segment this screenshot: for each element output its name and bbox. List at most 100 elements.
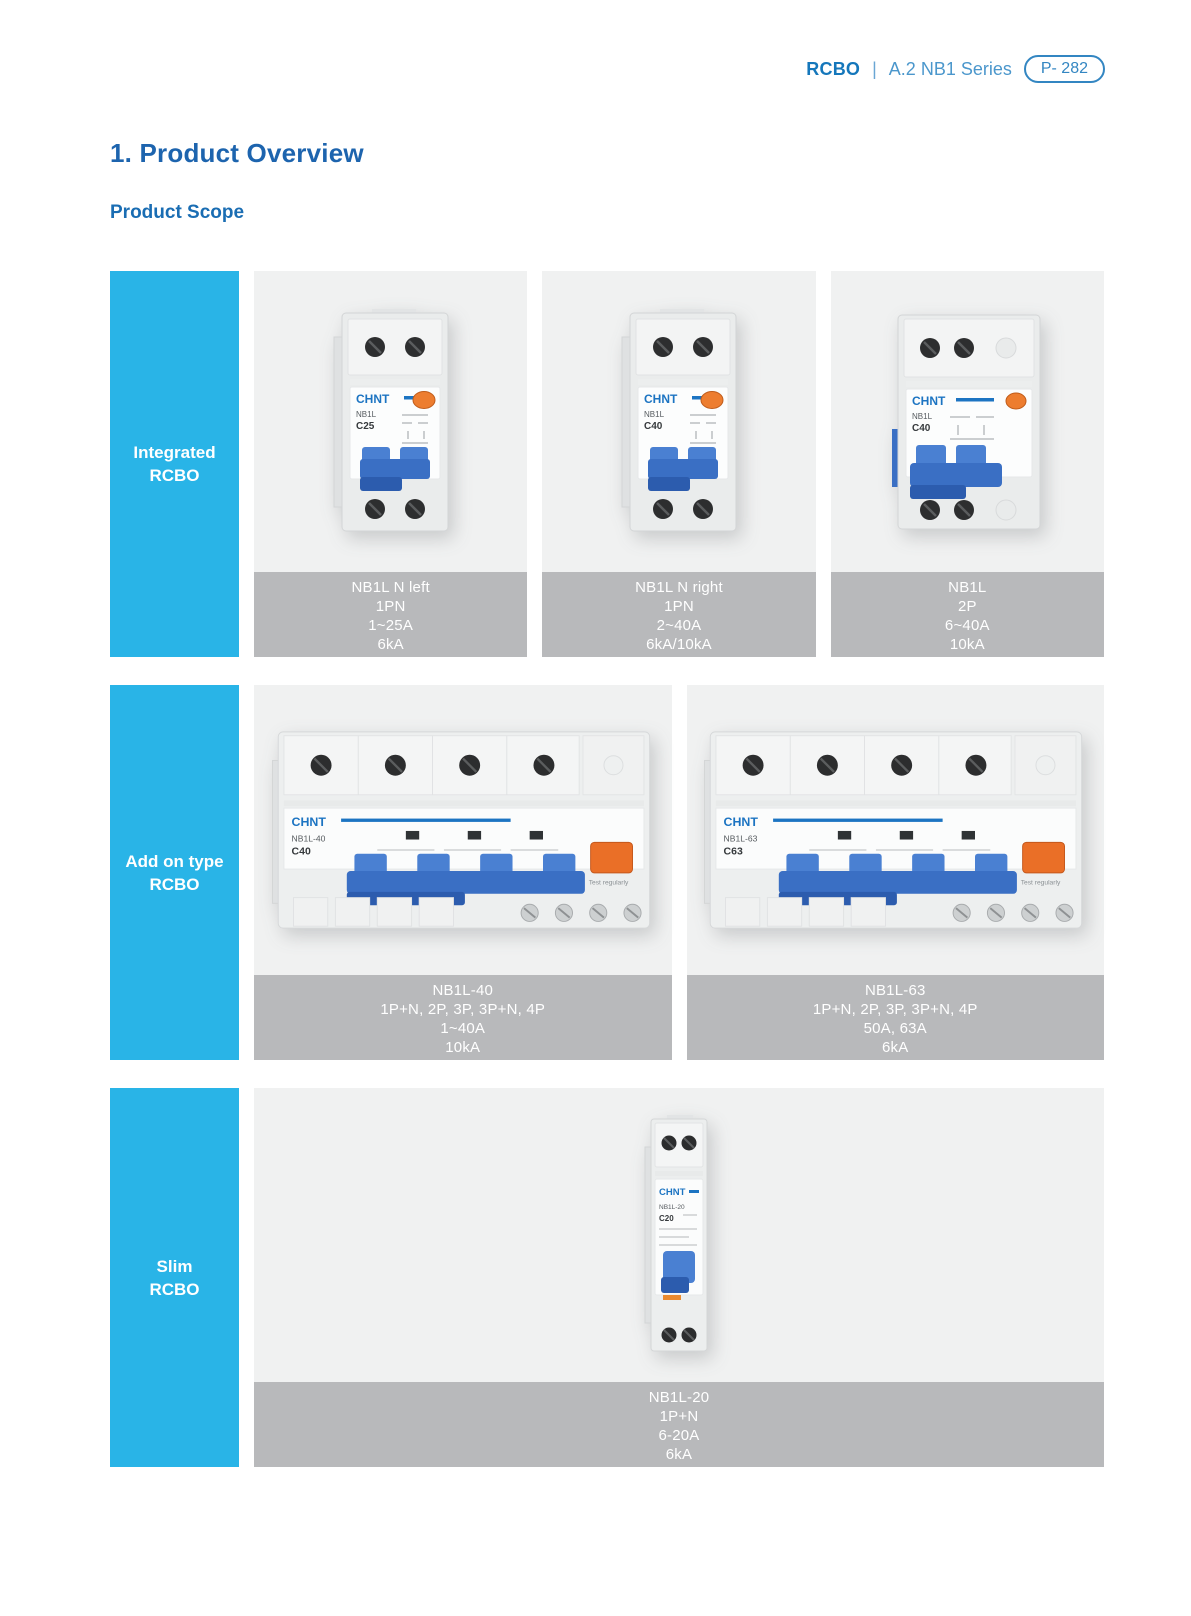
breaker-slim-image: CHNT NB1L-20 C20 xyxy=(644,1114,707,1351)
caption-current: 1~40A xyxy=(440,1020,486,1037)
toggle-handle xyxy=(779,853,1018,906)
section-label-slim: Slim RCBO xyxy=(110,1088,239,1467)
terminal-screw-icon xyxy=(364,336,425,357)
caption-breaking: 6kA xyxy=(882,1039,909,1056)
product-photo: CHNT NB1L C25 xyxy=(254,271,528,572)
toggle-handle xyxy=(909,444,1002,499)
rating-text: C25 xyxy=(356,421,375,432)
rating-text: C40 xyxy=(644,421,663,432)
model-text: NB1L-20 xyxy=(659,1204,685,1211)
caption-breaking: 6kA xyxy=(377,636,404,653)
terminal-screw-icon xyxy=(652,498,713,519)
test-button-icon xyxy=(700,390,724,409)
header-category: RCBO xyxy=(806,58,861,79)
section-subtitle: Product Scope xyxy=(110,202,245,223)
brand-logo-text: CHNT xyxy=(912,394,946,408)
breaker-2module-image: CHNT NB1L C25 xyxy=(333,308,449,531)
breaker-4p-image: CHNT NB1L-63 C63 Test regularly xyxy=(704,731,1083,929)
brand-logo-text: CHNT xyxy=(291,815,326,829)
toggle-handle xyxy=(647,446,718,491)
header-series: A.2 NB1 Series xyxy=(888,58,1012,79)
brand-logo-text: CHNT xyxy=(724,815,759,829)
caption-current: 1~25A xyxy=(368,617,414,634)
page-number-badge: P- 282 xyxy=(1023,55,1105,83)
bottom-module-windows xyxy=(292,897,454,927)
product-photo: CHNT NB1L-40 C40 Test regularly xyxy=(254,685,672,975)
terminal-screw-icon xyxy=(661,1135,696,1150)
product-photo: CHNT NB1L-63 C63 Test regularly xyxy=(686,685,1104,975)
terminal-screw-icon xyxy=(919,499,1017,520)
breaker-2module-image: CHNT NB1L C40 xyxy=(621,308,737,531)
caption-breaking: 10kA xyxy=(445,1039,481,1056)
terminal-screw-icon xyxy=(310,754,555,776)
toggle-handle xyxy=(359,446,430,491)
breaker-4p-image: CHNT NB1L-40 C40 Test regularly xyxy=(271,731,650,929)
product-caption: NB1L-63 1P+N, 2P, 3P, 3P+N, 4P 50A, 63A … xyxy=(686,975,1104,1060)
caption-current: 6~40A xyxy=(944,617,990,634)
caption-current: 6-20A xyxy=(658,1427,700,1444)
brand-logo-text: CHNT xyxy=(644,392,678,406)
model-text: NB1L-40 xyxy=(291,833,325,843)
caption-breaking: 6kA xyxy=(665,1446,693,1463)
brand-logo-text: CHNT xyxy=(659,1187,686,1198)
caption-breaking: 10kA xyxy=(949,636,985,653)
model-text: NB1L xyxy=(644,410,665,419)
caption-model: NB1L-63 xyxy=(864,982,926,999)
product-caption: NB1L-40 1P+N, 2P, 3P, 3P+N, 4P 1~40A 10k… xyxy=(254,975,672,1060)
product-caption: NB1L N left 1PN 1~25A 6kA xyxy=(254,572,528,657)
section-label-integrated: Integrated RCBO xyxy=(110,271,239,657)
product-caption: NB1L-20 1P+N 6-20A 6kA xyxy=(254,1382,1104,1467)
caption-model: NB1L xyxy=(948,579,987,596)
terminal-screw-icon xyxy=(652,336,713,357)
section-add-on-type-rcbo: Add on type RCBO xyxy=(110,685,1104,1060)
caption-poles: 1P+N xyxy=(659,1408,699,1425)
section-slim-rcbo: Slim RCBO xyxy=(110,1088,1104,1467)
breaker-2p-image: CHNT NB1L C40 xyxy=(891,314,1041,529)
page-title: 1. Product Overview xyxy=(110,138,364,168)
test-button-icon xyxy=(1022,841,1066,874)
product-photo: CHNT NB1L-20 C20 xyxy=(254,1088,1104,1382)
brand-logo-text: CHNT xyxy=(356,392,390,406)
caption-poles: 1P+N, 2P, 3P, 3P+N, 4P xyxy=(812,1001,978,1018)
caption-current: 2~40A xyxy=(656,617,702,634)
bottom-module-windows xyxy=(725,897,887,927)
section-integrated-rcbo: Integrated RCBO xyxy=(110,271,1104,657)
product-nb1l-40: CHNT NB1L-40 C40 Test regularly xyxy=(254,685,672,1060)
caption-poles: 1P+N, 2P, 3P, 3P+N, 4P xyxy=(380,1001,546,1018)
header-divider: | xyxy=(872,58,877,79)
caption-poles: 2P xyxy=(957,598,977,615)
terminal-screw-icon xyxy=(364,498,425,519)
terminal-screw-icon xyxy=(742,754,987,776)
product-nb1l-63: CHNT NB1L-63 C63 Test regularly xyxy=(686,685,1104,1060)
rating-text: C40 xyxy=(912,423,931,434)
test-label-text: Test regularly xyxy=(588,879,628,886)
product-caption: NB1L N right 1PN 2~40A 6kA/10kA xyxy=(542,572,816,657)
toggle-handle xyxy=(660,1250,695,1300)
product-nb1l-n-left: CHNT NB1L C25 xyxy=(254,271,528,657)
test-label-text: Test regularly xyxy=(1021,879,1061,886)
caption-model: NB1L-20 xyxy=(648,1389,710,1406)
test-button-icon xyxy=(1005,392,1027,409)
rating-text: C40 xyxy=(291,847,310,858)
caption-model: NB1L-40 xyxy=(432,982,494,999)
caption-poles: 1PN xyxy=(375,598,406,615)
product-nb1l-20: CHNT NB1L-20 C20 xyxy=(254,1088,1104,1467)
terminal-screw-icon xyxy=(919,337,1017,358)
page-header: RCBO | A.2 NB1 Series P- 282 xyxy=(806,55,1105,83)
caption-current: 50A, 63A xyxy=(863,1020,927,1037)
terminal-screw-icon xyxy=(952,903,1074,922)
terminal-screw-icon xyxy=(661,1327,696,1342)
model-text: NB1L-63 xyxy=(724,833,758,843)
product-caption: NB1L 2P 6~40A 10kA xyxy=(830,572,1104,657)
caption-model: NB1L N right xyxy=(635,579,723,596)
product-nb1l-n-right: CHNT NB1L C40 xyxy=(542,271,816,657)
rating-text: C20 xyxy=(659,1214,674,1223)
terminal-screw-icon xyxy=(520,903,642,922)
product-nb1l-2p: CHNT NB1L C40 xyxy=(830,271,1104,657)
rating-text: C63 xyxy=(724,847,743,858)
section-label-add-on-type: Add on type RCBO xyxy=(110,685,239,1060)
test-button-icon xyxy=(589,841,633,874)
product-photo: CHNT NB1L C40 xyxy=(830,271,1104,572)
caption-breaking: 6kA/10kA xyxy=(646,636,712,653)
